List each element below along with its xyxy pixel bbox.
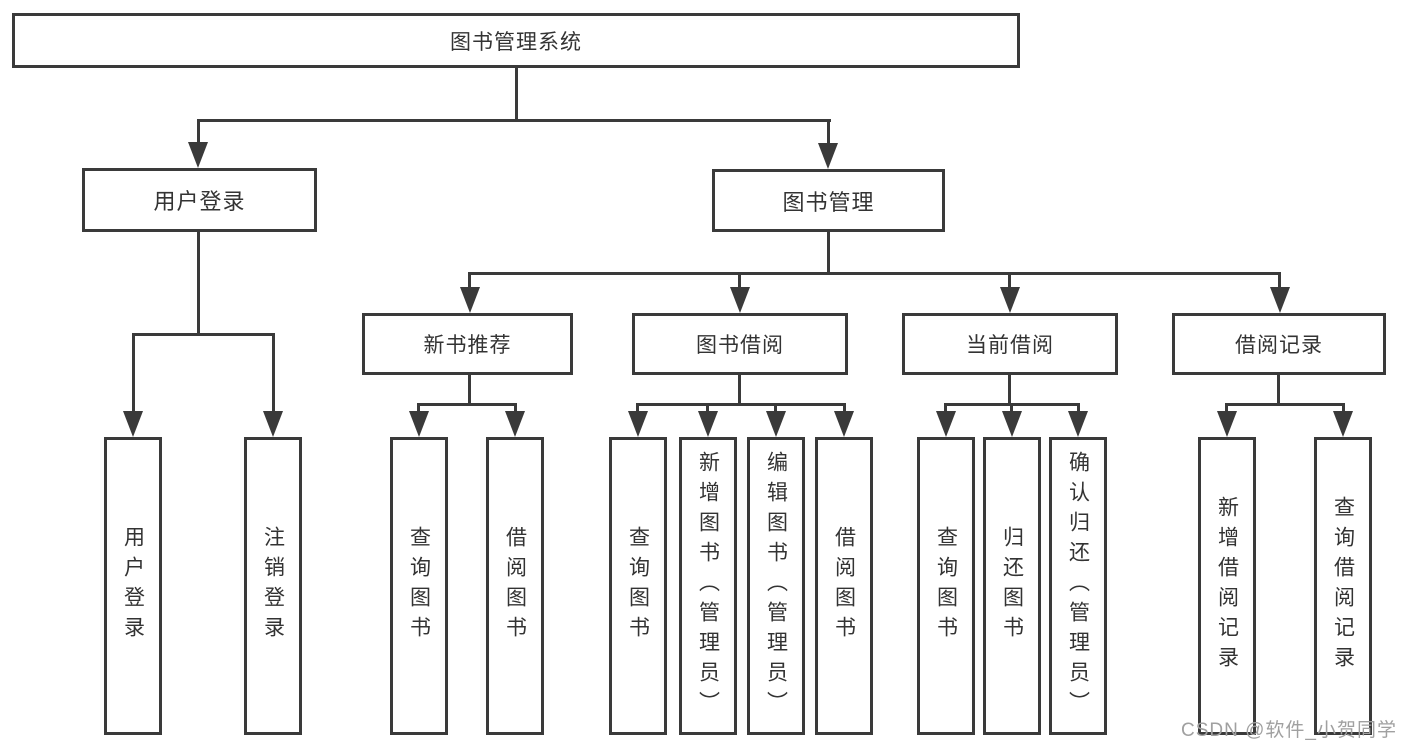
node-borrowing-records-label: 借阅记录 bbox=[1235, 334, 1323, 357]
arrowhead-records-c1 bbox=[1217, 411, 1237, 437]
leaf-newbook-query-books-label: 查询图书 bbox=[407, 526, 431, 646]
connector-borrowing-stub bbox=[738, 375, 741, 406]
arrowhead-user-login bbox=[188, 142, 208, 168]
leaf-borrow-query-books: 查询图书 bbox=[609, 437, 667, 735]
arrowhead-borrowing-records bbox=[1270, 287, 1290, 313]
connector-current-c3 bbox=[1077, 403, 1080, 415]
leaf-return-books: 归还图书 bbox=[983, 437, 1041, 735]
arrowhead-new-book bbox=[460, 287, 480, 313]
connector-borrowing-c4 bbox=[843, 403, 846, 415]
arrowhead-newbook-c2 bbox=[505, 411, 525, 437]
node-root: 图书管理系统 bbox=[12, 13, 1020, 68]
watermark-text: CSDN @软件_小贺同学 bbox=[1181, 720, 1397, 741]
connector-borrowing-branch bbox=[636, 403, 846, 406]
node-book-management-label: 图书管理 bbox=[782, 189, 875, 215]
connector-book-mgmt-stub bbox=[827, 232, 830, 275]
leaf-add-books-admin: 新增图书（管理员） bbox=[679, 437, 737, 735]
connector-borrowing-c3 bbox=[774, 403, 777, 415]
leaf-query-borrow-record-label: 查询借阅记录 bbox=[1331, 496, 1355, 676]
connector-to-user-login bbox=[197, 119, 200, 144]
connector-to-leaf-user-login bbox=[132, 333, 135, 413]
leaf-return-books-label: 归还图书 bbox=[1000, 526, 1024, 646]
node-user-login-label: 用户登录 bbox=[153, 189, 246, 214]
connector-newbook-c2 bbox=[514, 403, 517, 415]
arrowhead-borrowing-c3 bbox=[766, 411, 786, 437]
arrowhead-current-c3 bbox=[1068, 411, 1088, 437]
connector-to-current-borrowing bbox=[1008, 272, 1011, 289]
connector-records-c2 bbox=[1342, 403, 1345, 415]
connector-to-borrowing-records bbox=[1278, 272, 1281, 289]
leaf-borrow-query-books-label: 查询图书 bbox=[626, 526, 650, 646]
connector-newbook-branch bbox=[417, 403, 517, 406]
leaf-newbook-query-books: 查询图书 bbox=[390, 437, 448, 735]
connector-user-login-branch bbox=[132, 333, 275, 336]
leaf-borrow-books-label: 借阅图书 bbox=[832, 526, 856, 646]
node-new-book-recommend: 新书推荐 bbox=[362, 313, 573, 375]
arrowhead-current-c1 bbox=[936, 411, 956, 437]
arrowhead-leaf-user-login bbox=[123, 411, 143, 437]
leaf-confirm-return-admin-label: 确认归还（管理员） bbox=[1066, 451, 1090, 721]
leaf-user-login-label: 用户登录 bbox=[121, 526, 145, 646]
connector-records-stub bbox=[1277, 375, 1280, 406]
arrowhead-records-c2 bbox=[1333, 411, 1353, 437]
leaf-current-query-books: 查询图书 bbox=[917, 437, 975, 735]
connector-to-book-borrowing bbox=[738, 272, 741, 289]
connector-records-c1 bbox=[1225, 403, 1228, 415]
leaf-current-query-books-label: 查询图书 bbox=[934, 526, 958, 646]
node-current-borrowing: 当前借阅 bbox=[902, 313, 1118, 375]
connector-user-login-stub bbox=[197, 232, 200, 336]
connector-to-new-book bbox=[468, 272, 471, 289]
connector-current-c2 bbox=[1010, 403, 1013, 415]
leaf-newbook-borrow-books: 借阅图书 bbox=[486, 437, 544, 735]
connector-newbook-stub bbox=[468, 375, 471, 406]
connector-current-c1 bbox=[944, 403, 947, 415]
leaf-add-borrow-record: 新增借阅记录 bbox=[1198, 437, 1256, 735]
arrowhead-book-borrowing bbox=[730, 287, 750, 313]
node-current-borrowing-label: 当前借阅 bbox=[966, 334, 1054, 357]
node-book-borrowing-label: 图书借阅 bbox=[696, 334, 784, 357]
node-book-borrowing: 图书借阅 bbox=[632, 313, 848, 375]
connector-borrowing-c2 bbox=[706, 403, 709, 415]
leaf-add-books-admin-label: 新增图书（管理员） bbox=[696, 451, 720, 721]
leaf-edit-books-admin: 编辑图书（管理员） bbox=[747, 437, 805, 735]
leaf-logout: 注销登录 bbox=[244, 437, 302, 735]
leaf-edit-books-admin-label: 编辑图书（管理员） bbox=[764, 451, 788, 721]
node-borrowing-records: 借阅记录 bbox=[1172, 313, 1386, 375]
connector-records-branch bbox=[1225, 403, 1345, 406]
arrowhead-current-borrowing bbox=[1000, 287, 1020, 313]
leaf-query-borrow-record: 查询借阅记录 bbox=[1314, 437, 1372, 735]
leaf-logout-label: 注销登录 bbox=[261, 526, 285, 646]
arrowhead-newbook-c1 bbox=[409, 411, 429, 437]
connector-to-leaf-logout bbox=[272, 333, 275, 413]
connector-root-branch bbox=[197, 119, 831, 122]
leaf-add-borrow-record-label: 新增借阅记录 bbox=[1215, 496, 1239, 676]
leaf-user-login: 用户登录 bbox=[104, 437, 162, 735]
node-user-login: 用户登录 bbox=[82, 168, 317, 232]
leaf-confirm-return-admin: 确认归还（管理员） bbox=[1049, 437, 1107, 735]
arrowhead-borrowing-c2 bbox=[698, 411, 718, 437]
leaf-borrow-books: 借阅图书 bbox=[815, 437, 873, 735]
node-book-management: 图书管理 bbox=[712, 169, 945, 232]
connector-root-stub bbox=[515, 68, 518, 121]
arrowhead-current-c2 bbox=[1002, 411, 1022, 437]
arrowhead-book-management bbox=[818, 143, 838, 169]
arrowhead-leaf-logout bbox=[263, 411, 283, 437]
connector-borrowing-c1 bbox=[636, 403, 639, 415]
arrowhead-borrowing-c1 bbox=[628, 411, 648, 437]
arrowhead-borrowing-c4 bbox=[834, 411, 854, 437]
connector-to-book-management bbox=[827, 119, 830, 145]
node-new-book-recommend-label: 新书推荐 bbox=[423, 334, 512, 357]
leaf-newbook-borrow-books-label: 借阅图书 bbox=[503, 526, 527, 646]
connector-newbook-c1 bbox=[417, 403, 420, 415]
node-root-label: 图书管理系统 bbox=[450, 30, 582, 54]
connector-book-mgmt-branch bbox=[468, 272, 1281, 275]
connector-current-stub bbox=[1008, 375, 1011, 406]
